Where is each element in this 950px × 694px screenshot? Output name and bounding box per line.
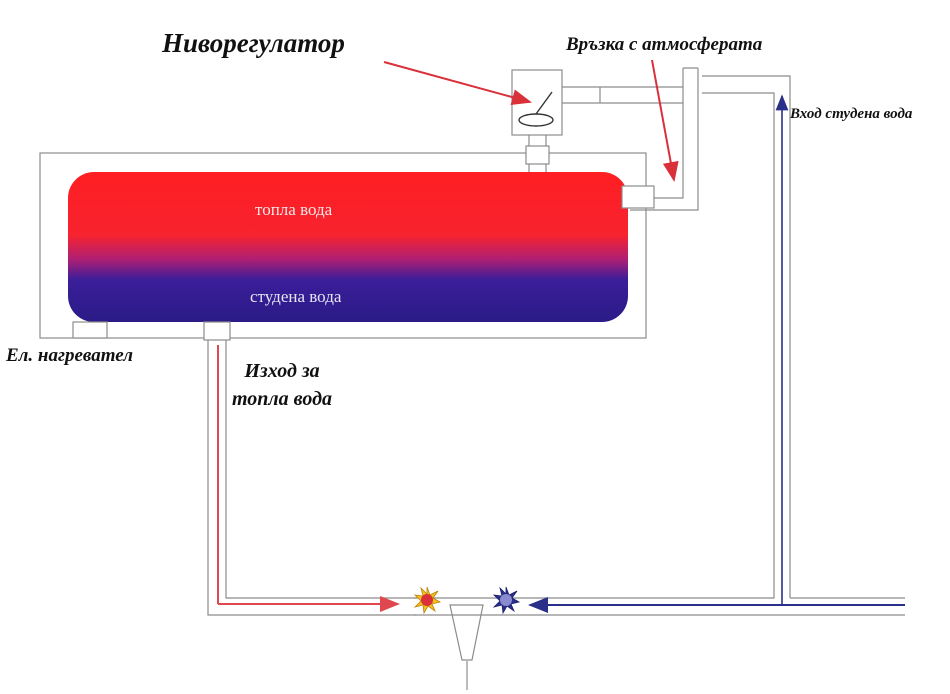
hot-outlet-pipe [207,322,416,616]
tap-body [414,597,512,661]
regulator-drop-fitting [525,145,550,165]
heater-label: Ел. нагревател [6,345,134,366]
regulator-label-arrow [383,61,532,105]
float-regulator-label: Ниворегулатор [162,28,345,58]
cold-inlet-pipe [512,75,905,616]
hot-tap-star-icon [413,586,442,615]
water-tank [68,172,628,322]
tank-top-fitting [621,185,655,209]
regulator-feed-pipe [562,86,683,104]
hot-outlet-label: Изход за топла вода [232,357,332,413]
atmosphere-connection-label: Връзка с атмосферата [566,34,763,55]
outlet-fitting [203,321,231,341]
hot-outlet-label-line1: Изход за [244,360,320,382]
cold-tap-star-icon [492,586,521,615]
cold-inlet-label: Вход студена вода [790,106,913,122]
tank-hot-water-label: топла вода [255,200,333,219]
float-regulator-box [511,69,563,136]
tank-cold-water-label: студена вода [250,287,342,306]
atmosphere-label-arrow [651,59,679,182]
float-lever-icon [518,91,554,127]
heater-element [72,321,108,339]
hot-outlet-label-line2: топла вода [232,388,333,410]
boiler-casing [39,152,647,339]
